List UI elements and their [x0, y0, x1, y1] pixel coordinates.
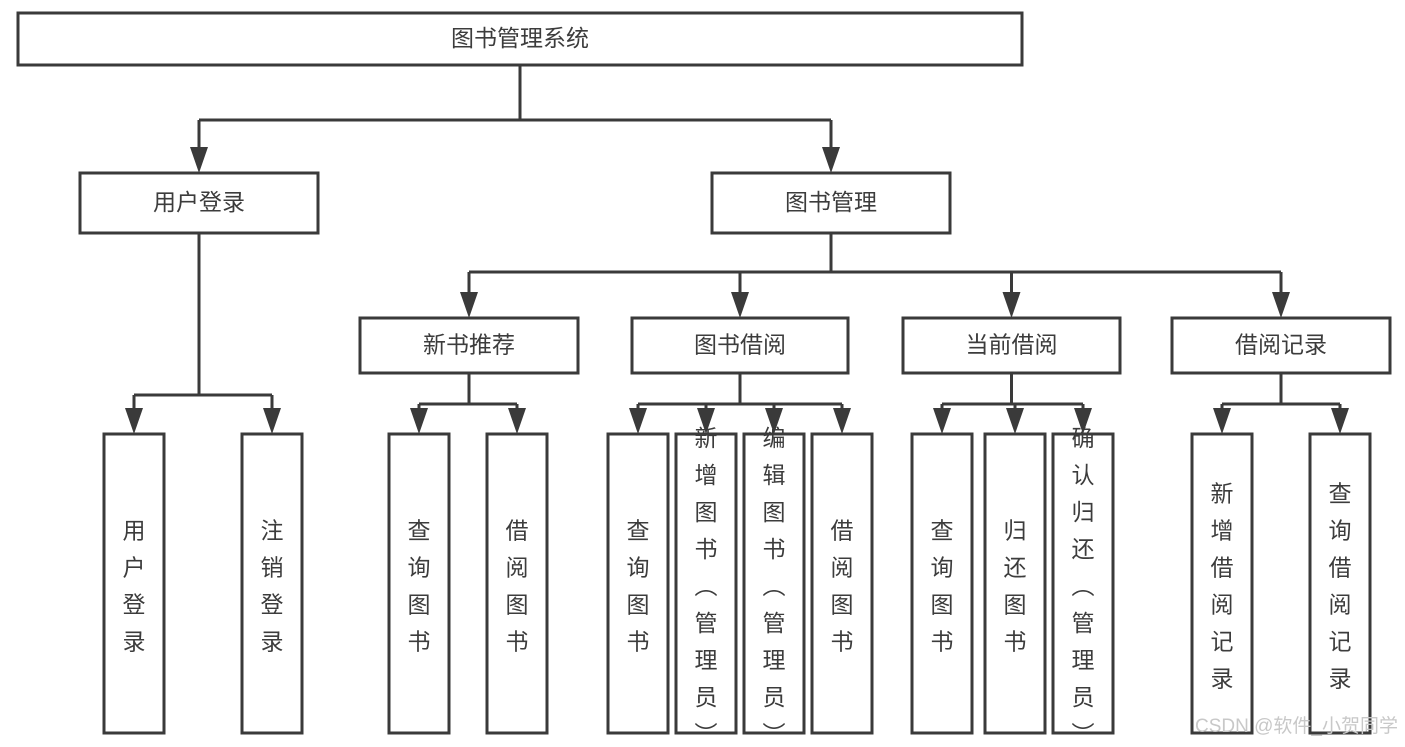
node-book-borrow[interactable]: 图书借阅 — [630, 316, 850, 375]
node-box-borrow-record[interactable] — [1170, 316, 1392, 375]
node-label-leaf-add-book: 新增图书︵管理员︶ — [695, 425, 718, 747]
arrow-head-icon-leaf-borrow-book-recommend — [508, 408, 526, 434]
node-root[interactable]: 图书管理系统 — [16, 11, 1024, 67]
node-box-leaf-add-book[interactable] — [674, 432, 738, 735]
node-label-root: 图书管理系统 — [451, 25, 589, 51]
arrow-head-icon-leaf-query-borrow-record — [1331, 408, 1349, 434]
node-borrow-record[interactable]: 借阅记录 — [1170, 316, 1392, 375]
node-leaf-borrow-book[interactable]: 借阅图书 — [810, 432, 874, 735]
node-current-borrow[interactable]: 当前借阅 — [901, 316, 1122, 375]
node-box-leaf-edit-book[interactable] — [742, 432, 806, 735]
arrow-head-icon-leaf-user-logout — [263, 408, 281, 434]
node-leaf-user-login[interactable]: 用户登录 — [102, 432, 166, 735]
node-leaf-return-book[interactable]: 归还图书 — [983, 432, 1047, 735]
node-leaf-query-borrow-record[interactable]: 查询借阅记录 — [1308, 432, 1372, 735]
arrow-head-icon-leaf-edit-book — [765, 408, 783, 434]
node-box-book-borrow[interactable] — [630, 316, 850, 375]
arrow-head-icon-leaf-query-book-current — [933, 408, 951, 434]
node-box-leaf-query-book-current[interactable] — [910, 432, 974, 735]
arrow-head-icon-new-book-recommend — [460, 292, 478, 318]
node-boxes-layer: 图书管理系统用户登录图书管理新书推荐图书借阅当前借阅借阅记录用户登录注销登录查询… — [16, 11, 1392, 747]
node-box-leaf-add-borrow-record[interactable] — [1190, 432, 1254, 735]
arrow-head-icon-user-login — [190, 147, 208, 173]
node-box-user-login[interactable] — [78, 171, 320, 235]
node-leaf-query-book-recommend[interactable]: 查询图书 — [387, 432, 451, 735]
arrow-head-icon-leaf-return-book — [1006, 408, 1024, 434]
arrow-head-icon-borrow-record — [1272, 292, 1290, 318]
node-label-leaf-user-logout: 注销登录 — [261, 517, 284, 654]
node-label-new-book-recommend: 新书推荐 — [423, 332, 515, 358]
node-leaf-confirm-return[interactable]: 确认归还︵管理员︶ — [1051, 425, 1115, 747]
node-leaf-add-borrow-record[interactable]: 新增借阅记录 — [1190, 432, 1254, 735]
arrow-head-icon-book-borrow — [731, 292, 749, 318]
node-box-new-book-recommend[interactable] — [358, 316, 580, 375]
csdn-watermark: CSDN @软件_小贺同学 — [1195, 715, 1398, 737]
node-label-leaf-borrow-book-recommend: 借阅图书 — [506, 517, 529, 654]
node-user-login[interactable]: 用户登录 — [78, 171, 320, 235]
node-label-leaf-add-borrow-record: 新增借阅记录 — [1211, 480, 1234, 691]
connector-lines-layer — [125, 65, 1349, 434]
node-leaf-edit-book[interactable]: 编辑图书︵管理员︶ — [742, 425, 806, 747]
node-leaf-query-book-borrow[interactable]: 查询图书 — [606, 432, 670, 735]
node-box-root[interactable] — [16, 11, 1024, 67]
node-label-leaf-user-login: 用户登录 — [123, 517, 146, 654]
node-label-current-borrow: 当前借阅 — [966, 332, 1058, 358]
node-box-leaf-query-book-recommend[interactable] — [387, 432, 451, 735]
node-label-leaf-query-book-current: 查询图书 — [931, 517, 954, 654]
arrow-head-icon-leaf-confirm-return — [1074, 408, 1092, 434]
node-box-leaf-query-book-borrow[interactable] — [606, 432, 670, 735]
node-box-leaf-return-book[interactable] — [983, 432, 1047, 735]
node-box-leaf-borrow-book-recommend[interactable] — [485, 432, 549, 735]
arrow-head-icon-leaf-add-book — [697, 408, 715, 434]
node-box-book-manage[interactable] — [710, 171, 952, 235]
node-leaf-add-book[interactable]: 新增图书︵管理员︶ — [674, 425, 738, 747]
node-label-leaf-query-book-borrow: 查询图书 — [627, 517, 650, 654]
arrow-head-icon-leaf-query-book-borrow — [629, 408, 647, 434]
node-label-leaf-query-borrow-record: 查询借阅记录 — [1329, 480, 1352, 691]
node-label-leaf-edit-book: 编辑图书︵管理员︶ — [763, 425, 786, 747]
node-label-leaf-borrow-book: 借阅图书 — [831, 517, 854, 654]
arrow-head-icon-book-manage — [822, 147, 840, 173]
arrow-head-icon-leaf-query-book-recommend — [410, 408, 428, 434]
node-label-book-manage: 图书管理 — [785, 189, 877, 215]
node-book-manage[interactable]: 图书管理 — [710, 171, 952, 235]
node-box-leaf-query-borrow-record[interactable] — [1308, 432, 1372, 735]
node-label-leaf-return-book: 归还图书 — [1004, 517, 1027, 654]
arrow-head-icon-current-borrow — [1002, 292, 1021, 318]
node-box-leaf-user-logout[interactable] — [240, 432, 304, 735]
arrow-head-icon-leaf-add-borrow-record — [1213, 408, 1231, 434]
node-new-book-recommend[interactable]: 新书推荐 — [358, 316, 580, 375]
node-label-book-borrow: 图书借阅 — [694, 332, 786, 358]
arrow-head-icon-leaf-user-login — [125, 408, 143, 434]
node-box-current-borrow[interactable] — [901, 316, 1122, 375]
node-leaf-query-book-current[interactable]: 查询图书 — [910, 432, 974, 735]
node-label-leaf-query-book-recommend: 查询图书 — [408, 517, 431, 654]
node-label-borrow-record: 借阅记录 — [1235, 332, 1327, 358]
node-leaf-borrow-book-recommend[interactable]: 借阅图书 — [485, 432, 549, 735]
node-leaf-user-logout[interactable]: 注销登录 — [240, 432, 304, 735]
node-label-leaf-confirm-return: 确认归还︵管理员︶ — [1072, 425, 1095, 747]
node-box-leaf-user-login[interactable] — [102, 432, 166, 735]
arrow-head-icon-leaf-borrow-book — [833, 408, 851, 434]
node-box-leaf-confirm-return[interactable] — [1051, 432, 1115, 735]
node-label-user-login: 用户登录 — [153, 189, 245, 215]
node-box-leaf-borrow-book[interactable] — [810, 432, 874, 735]
